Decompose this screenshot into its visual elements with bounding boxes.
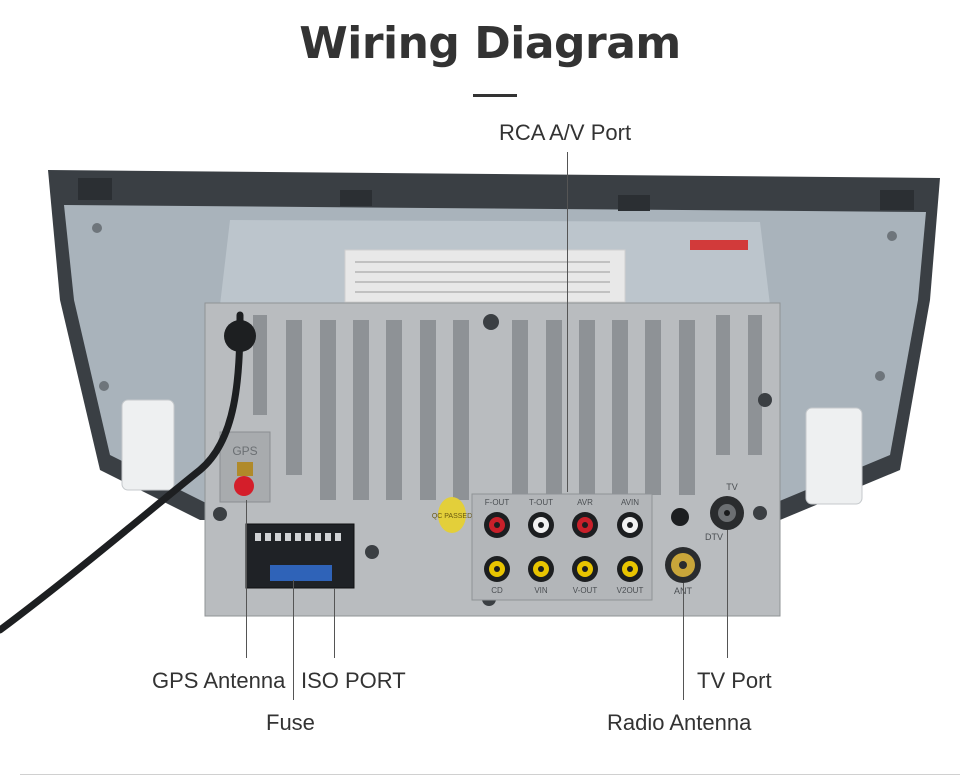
- gps-connector: GPS: [219, 431, 271, 503]
- rca-av-block: F-OUT T-OUT AVR AVIN CD VIN V-OUT V2OUT: [471, 493, 653, 601]
- fuse-leader: [293, 580, 294, 700]
- rca-label-f-out: F-OUT: [485, 498, 510, 507]
- qc-sticker: QC PASSED: [432, 497, 472, 533]
- title-underline: [473, 94, 517, 97]
- dtv-label: DTV: [705, 532, 723, 542]
- tv-port-label: TV Port: [697, 668, 772, 693]
- tv-label: TV: [726, 482, 738, 492]
- rca-label-v2out: V2OUT: [617, 586, 644, 595]
- gps-antenna-leader: [246, 500, 247, 658]
- tv-port-leader: [727, 530, 728, 658]
- rca-label-t-out: T-OUT: [529, 498, 553, 507]
- radio-antenna-leader: [683, 583, 684, 700]
- radio-antenna-label: Radio Antenna: [607, 710, 752, 735]
- tv-port: TV: [710, 482, 744, 530]
- rca-label-avr: AVR: [577, 498, 593, 507]
- gps-cable: [0, 311, 244, 634]
- gps-antenna-label: GPS Antenna: [152, 668, 286, 693]
- left-bracket: [121, 399, 175, 491]
- right-bracket: [805, 407, 863, 505]
- gps-port-label: GPS: [232, 444, 257, 458]
- qc-sticker-label: QC PASSED: [432, 513, 472, 520]
- page-title: Wiring Diagram: [299, 18, 681, 69]
- spec-sticker: [344, 249, 626, 303]
- iso-port-label: ISO PORT: [301, 668, 406, 693]
- iso-port-leader: [334, 588, 335, 658]
- dtv-port: [671, 508, 689, 526]
- rca-label-cd: CD: [491, 586, 503, 595]
- rca-av-port-leader: [567, 152, 568, 492]
- rca-label-vin: VIN: [534, 586, 548, 595]
- rca-label-v-out: V-OUT: [573, 586, 598, 595]
- rca-label-avin: AVIN: [621, 498, 639, 507]
- fuse-block: [270, 565, 332, 581]
- iso-port-connector: [245, 523, 355, 589]
- fuse-label: Fuse: [266, 710, 315, 735]
- bottom-divider: [20, 774, 960, 775]
- rca-av-port-label: RCA A/V Port: [499, 120, 632, 145]
